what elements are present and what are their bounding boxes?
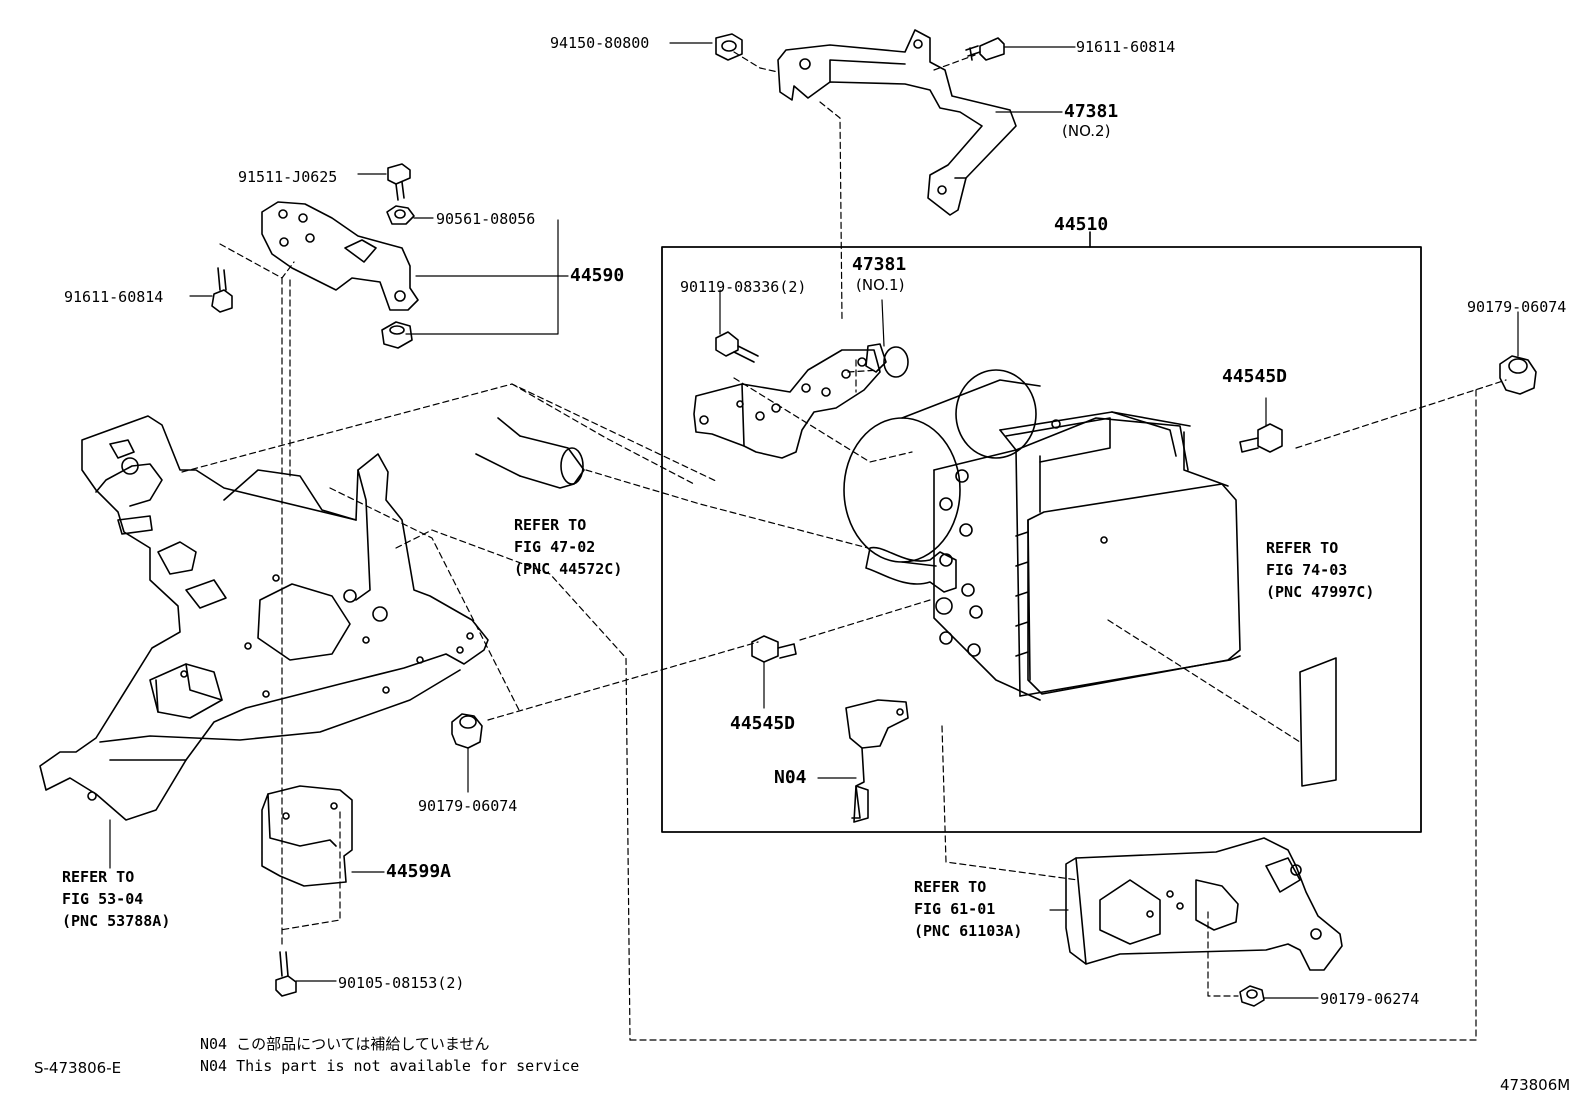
figure-code: 473806M — [1500, 1076, 1571, 1094]
label-91611-60814-top: 91611-60814 — [1076, 38, 1176, 56]
assembly-frame-44510 — [661, 246, 1422, 833]
abs-actuator — [843, 369, 1241, 701]
ref-line: FIG 47-02 — [514, 538, 596, 556]
note-n04-japanese: N04 この部品については補給していません — [200, 1035, 490, 1053]
bracket-61103A — [1065, 837, 1343, 971]
bracket-47381-no1 — [693, 349, 881, 459]
ref-line: (PNC 47997C) — [1266, 583, 1375, 601]
bolt-91511 — [387, 163, 411, 201]
ref-line: REFER TO — [514, 516, 587, 534]
ref-line: (PNC 53788A) — [62, 912, 171, 930]
grommet-47381-no1 — [865, 343, 909, 378]
bracket-44599A — [261, 785, 353, 887]
bracket-47381-no2 — [777, 29, 1017, 216]
ref-fig-74-03: REFER TO FIG 74-03 (PNC 47997C) — [1266, 537, 1374, 603]
label-47381-no1-sub: (NO.1) — [856, 276, 905, 294]
ref-line: FIG 74-03 — [1266, 561, 1348, 579]
ref-line: REFER TO — [62, 868, 135, 886]
label-47381-no1: 47381 — [852, 254, 907, 275]
label-90179-06074-mid: 90179-06074 — [418, 797, 518, 815]
ref-line: REFER TO — [1266, 539, 1339, 557]
label-47381-no2: 47381 — [1064, 101, 1119, 122]
label-47381-no2-sub: (NO.2) — [1062, 122, 1111, 140]
label-90119-08336: 90119-08336(2) — [680, 278, 807, 296]
label-90179-06274: 90179-06274 — [1320, 990, 1420, 1008]
ref-line: FIG 61-01 — [914, 900, 996, 918]
bracket-44590 — [261, 201, 419, 311]
label-91511-J0625: 91511-J0625 — [238, 168, 338, 186]
ref-line: (PNC 44572C) — [514, 560, 623, 578]
label-44510: 44510 — [1054, 214, 1109, 235]
label-44590: 44590 — [570, 265, 625, 286]
bolt-90105 — [275, 951, 297, 997]
label-90105-08153: 90105-08153(2) — [338, 974, 465, 992]
nut-90179-06274 — [1239, 985, 1265, 1007]
main-bracket-lower-left — [39, 415, 489, 821]
ref-line: FIG 53-04 — [62, 890, 144, 908]
bolt-91611-left — [211, 267, 233, 313]
ref-fig-61-01: REFER TO FIG 61-01 (PNC 61103A) — [914, 876, 1022, 942]
note-n04-english: N04 This part is not available for servi… — [200, 1057, 580, 1075]
ref-line: REFER TO — [914, 878, 987, 896]
label-91611-60814-left: 91611-60814 — [64, 288, 164, 306]
label-N04: N04 — [774, 767, 807, 788]
bolt-90119 — [715, 331, 759, 363]
label-44545D-bottom: 44545D — [730, 713, 796, 734]
nut-44590 — [381, 321, 413, 349]
label-44545D-top: 44545D — [1222, 366, 1288, 387]
connector-N04 — [845, 699, 909, 823]
ref-line: (PNC 61103A) — [914, 922, 1023, 940]
drawing-id: S-473806-E — [34, 1059, 122, 1077]
ref-fig-53-04: REFER TO FIG 53-04 (PNC 53788A) — [62, 866, 170, 932]
tube-ref-44572C — [475, 417, 585, 489]
label-90561-08056: 90561-08056 — [436, 210, 536, 228]
bolt-44545D-bottom — [751, 635, 797, 663]
dashed-links — [181, 359, 1507, 1041]
label-90179-06074-right: 90179-06074 — [1467, 298, 1567, 316]
grommet-90179-right — [1499, 355, 1537, 395]
bolt-44545D-top — [1239, 423, 1283, 453]
grommet-90179-mid — [451, 713, 483, 749]
washer-90561 — [386, 205, 415, 225]
label-44599A: 44599A — [386, 861, 452, 882]
ref-fig-47-02: REFER TO FIG 47-02 (PNC 44572C) — [514, 514, 622, 580]
label-plate-47997C — [1299, 657, 1337, 787]
bolt-91611-top — [965, 37, 1005, 61]
nut-94150 — [715, 33, 743, 61]
label-94150-80800: 94150-80800 — [550, 34, 650, 52]
